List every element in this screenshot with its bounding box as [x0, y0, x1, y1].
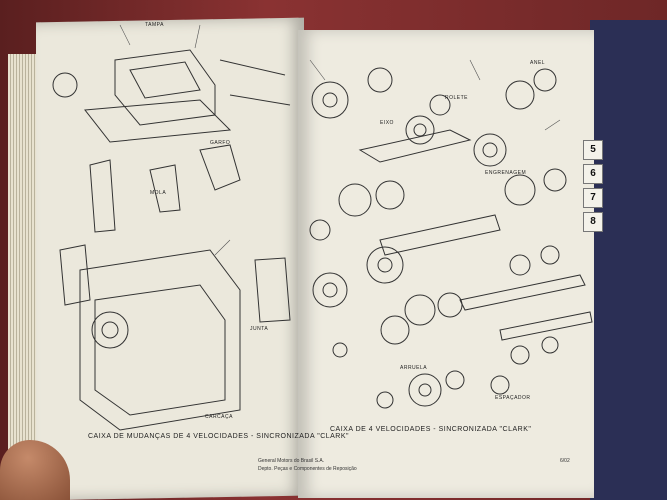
manual-book [8, 14, 608, 500]
index-tab[interactable]: 7 [583, 188, 603, 208]
leader-lines [119, 24, 561, 256]
footer-department: Depto. Peças e Componentes de Reposição [258, 466, 357, 472]
part-label: GARFO [210, 140, 231, 146]
part-label: TAMPA [145, 22, 164, 28]
left-page-caption: CAIXA DE MUDANÇAS DE 4 VELOCIDADES - SIN… [88, 433, 350, 440]
part-label: ENGRENAGEM [485, 170, 527, 176]
right-page [298, 30, 594, 498]
footer-company: General Motors do Brasil S.A. [258, 458, 325, 464]
gears-and-rings [309, 67, 567, 409]
index-tab[interactable]: 6 [583, 164, 603, 184]
part-label: EIXO [380, 120, 394, 126]
index-tab[interactable]: 8 [583, 212, 603, 232]
part-label: ANEL [530, 60, 546, 66]
right-page-caption: CAIXA DE 4 VELOCIDADES - SINCRONIZADA "C… [330, 426, 532, 433]
main-shaft-drawing [358, 129, 472, 163]
shift-fork-drawing [89, 159, 116, 233]
part-label: ARRUELA [400, 365, 428, 371]
part-label: MOLA [150, 190, 167, 196]
top-cover-drawing [114, 49, 216, 126]
part-label: JUNTA [250, 326, 269, 332]
page-number: 6/02 [560, 458, 570, 464]
transmission-housing-drawing [79, 249, 241, 431]
index-tabs: 5 6 7 8 [583, 140, 603, 440]
part-label: ESPAÇADOR [495, 395, 531, 401]
part-label: ROLETE [445, 95, 469, 101]
part-label: CARCAÇA [205, 414, 233, 420]
book-cover [590, 20, 667, 500]
index-tab[interactable]: 5 [583, 140, 603, 160]
